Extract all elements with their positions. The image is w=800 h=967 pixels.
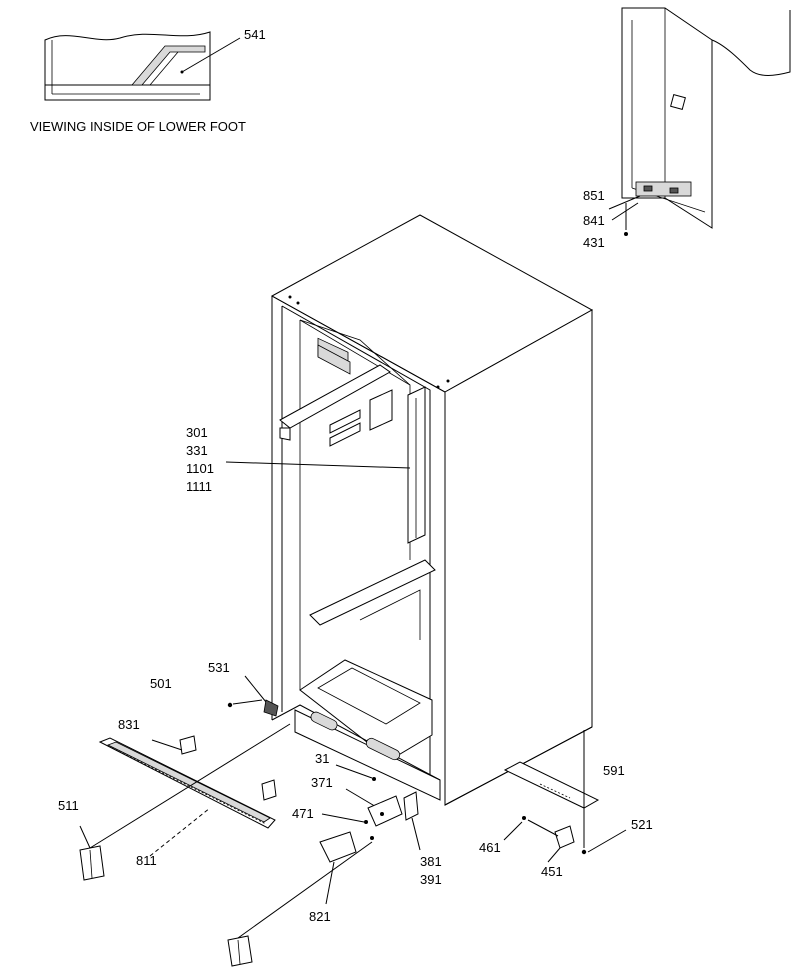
leveling-leg-bottom bbox=[227, 841, 373, 967]
callout-331: 331 bbox=[186, 443, 208, 458]
callout-591: 591 bbox=[603, 763, 625, 778]
callout-541: 541 bbox=[244, 27, 266, 42]
shim-821 bbox=[319, 831, 357, 905]
callout-471: 471 bbox=[292, 806, 314, 821]
lower-foot-inset: 541 VIEWING INSIDE OF LOWER FOOT bbox=[30, 27, 266, 134]
inset-caption: VIEWING INSIDE OF LOWER FOOT bbox=[30, 119, 246, 134]
refrigerator-cabinet bbox=[270, 214, 594, 806]
callout-511: 511 bbox=[58, 798, 79, 813]
callout-431: 431 bbox=[583, 235, 605, 250]
callout-31: 31 bbox=[315, 751, 329, 766]
cabinet-back-inset bbox=[608, 7, 791, 236]
callout-821: 821 bbox=[309, 909, 331, 924]
lower-left-parts bbox=[227, 675, 279, 717]
callout-1101: 1101 bbox=[186, 461, 214, 476]
callout-831: 831 bbox=[118, 717, 140, 732]
callout-841: 841 bbox=[583, 213, 605, 228]
callout-501: 501 bbox=[150, 676, 172, 691]
callout-461: 461 bbox=[479, 840, 501, 855]
leader-811 bbox=[149, 807, 211, 857]
callout-391: 391 bbox=[420, 872, 442, 887]
callout-811: 811 bbox=[136, 853, 157, 868]
leader-301-group bbox=[225, 461, 411, 469]
callout-851: 851 bbox=[583, 188, 605, 203]
callout-381: 381 bbox=[420, 854, 442, 869]
bottom-hinge-parts bbox=[321, 764, 421, 851]
toe-grille bbox=[98, 735, 277, 829]
callout-531: 531 bbox=[208, 660, 230, 675]
callout-521: 521 bbox=[631, 817, 653, 832]
leveling-leg-left bbox=[79, 723, 291, 881]
callout-301: 301 bbox=[186, 425, 208, 440]
callout-1111: 1111 bbox=[186, 479, 212, 494]
callout-451: 451 bbox=[541, 864, 563, 879]
callout-371: 371 bbox=[311, 775, 333, 790]
leader-541 bbox=[181, 37, 241, 73]
bottom-right-parts bbox=[503, 730, 627, 863]
